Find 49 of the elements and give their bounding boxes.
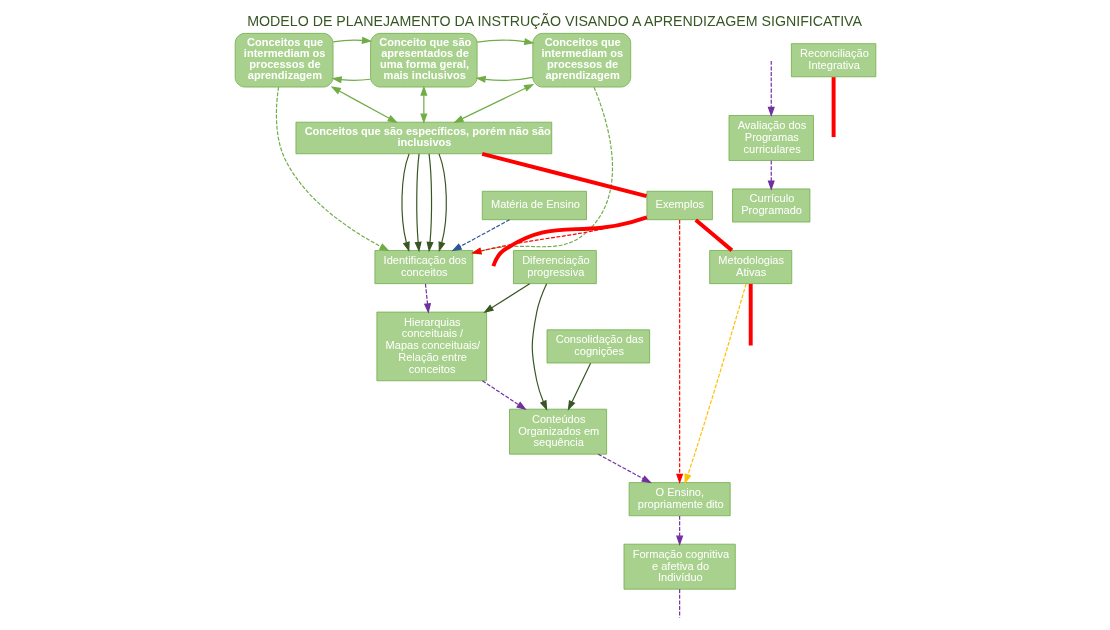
arrow bbox=[567, 362, 591, 411]
node-box: Currículo Programado bbox=[731, 188, 810, 223]
connector bbox=[694, 218, 733, 252]
arrow bbox=[437, 153, 447, 253]
node-box: Conteúdos Organizados em sequência bbox=[508, 408, 607, 455]
arrow bbox=[474, 75, 533, 83]
node-box: Matéria de Ensino bbox=[481, 190, 587, 221]
arrow bbox=[684, 283, 747, 485]
arrow bbox=[330, 86, 398, 123]
node-box: Conceito que são apresentados de uma forma geral, mais inclusivos bbox=[369, 32, 478, 88]
node-box: Formação cognitiva e afetiva do Indivíduo bbox=[623, 543, 736, 590]
node-box: O Ensino, propriamente dito bbox=[628, 482, 731, 517]
node-box: Metodologias Ativas bbox=[708, 250, 792, 285]
arrow bbox=[481, 380, 527, 411]
arrow bbox=[275, 86, 390, 252]
arrow bbox=[419, 85, 427, 124]
arrow bbox=[330, 76, 371, 84]
node-box: Diferenciação progressiva bbox=[512, 250, 597, 285]
node-box: Identificação dos conceitos bbox=[374, 250, 473, 285]
node-box: Conceitos que são específicos, porém não são inclusivos bbox=[295, 121, 552, 155]
arrow bbox=[675, 219, 683, 485]
arrow bbox=[476, 38, 534, 46]
node-box: Reconciliação Integrativa bbox=[790, 43, 876, 78]
node-box: Avaliação dos Programas curriculares bbox=[728, 115, 814, 161]
arrow bbox=[597, 453, 652, 484]
connector bbox=[491, 215, 647, 267]
arrow bbox=[400, 153, 410, 253]
arrow bbox=[332, 36, 372, 44]
arrow bbox=[675, 515, 683, 546]
connector bbox=[481, 151, 647, 199]
node-box: Consolidação das cognições bbox=[546, 329, 650, 364]
node-box: Conceitos que intermediam os processos de aprendizagem bbox=[531, 32, 631, 88]
connector bbox=[831, 77, 836, 138]
connector bbox=[748, 283, 753, 346]
node-box: Exemplos bbox=[646, 190, 713, 221]
arrow bbox=[423, 283, 431, 314]
connector bbox=[678, 588, 680, 619]
arrow bbox=[414, 153, 422, 253]
arrow bbox=[767, 160, 775, 191]
node-box: Conceitos que intermediam os processos de aprendizagem bbox=[234, 32, 333, 88]
arrow bbox=[426, 153, 434, 253]
arrow bbox=[470, 86, 613, 255]
arrow bbox=[452, 83, 534, 123]
node-box: Hierarquias conceituais / Mapas conceituais/Relação entre conceitos bbox=[375, 311, 487, 382]
arrow bbox=[531, 283, 547, 411]
diagram-title: MODELO DE PLANEJAMENTO DA INSTRUÇÃO VISANDO A APRENDIZAGEM SIGNIFICATIVA bbox=[246, 12, 862, 29]
arrow bbox=[767, 60, 775, 118]
arrow bbox=[482, 283, 530, 313]
arrow bbox=[451, 219, 510, 252]
